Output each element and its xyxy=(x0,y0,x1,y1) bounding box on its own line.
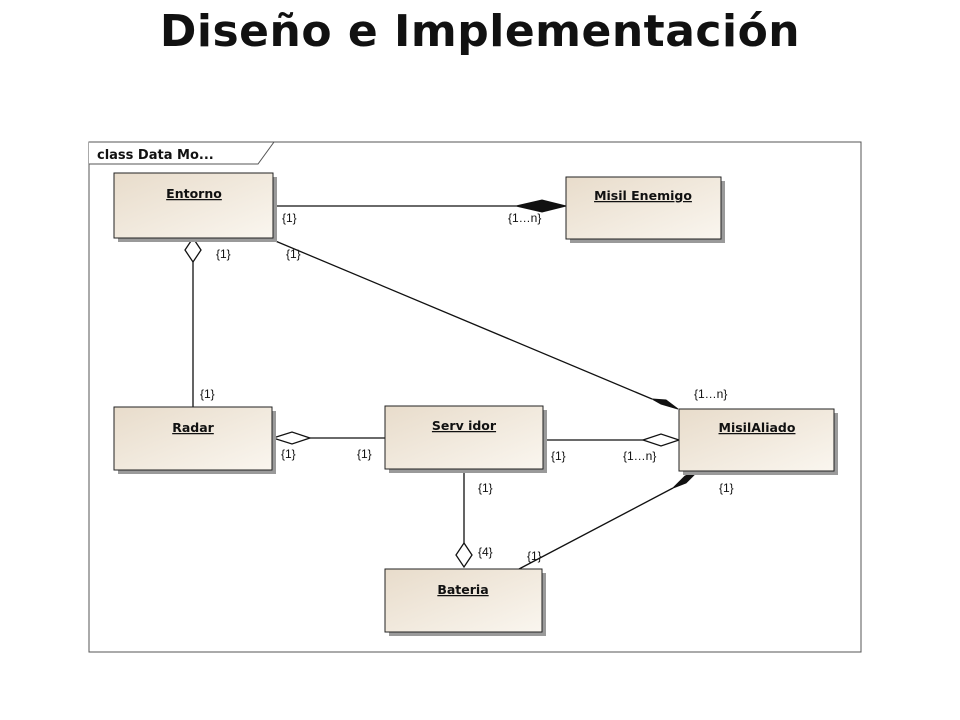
mult-entorno-radar-src: {1} xyxy=(216,247,231,261)
mult-aliado-entorno-dst: {1…n} xyxy=(694,387,727,401)
class-name-misil-enemigo: Misil Enemigo xyxy=(594,188,692,203)
class-misil-enemigo: Misil Enemigo xyxy=(565,176,725,243)
mult-entorno-aliado-src: {1} xyxy=(286,247,301,261)
frame-tab xyxy=(89,141,275,165)
class-misil-aliado: MisilAliado xyxy=(678,408,838,475)
class-entorno: Entorno xyxy=(113,172,277,242)
assoc-bateria-misil-aliado xyxy=(518,487,674,570)
mult-radar-servidor-servidor: {1} xyxy=(357,447,372,461)
mult-bateria-aliado-bateria: {1} xyxy=(527,549,542,563)
class-radar: Radar xyxy=(113,406,276,474)
mult-servidor-aliado-aliado: {1…n} xyxy=(623,449,656,463)
frame-title: class Data Mo... xyxy=(97,148,214,163)
slide-title: Diseño e Implementación xyxy=(159,6,801,57)
mult-entorno-radar-dst: {1} xyxy=(200,387,215,401)
aggregation-diamond-misil-aliado xyxy=(640,433,682,447)
class-bateria: Bateria xyxy=(384,568,546,636)
assoc-entorno-misil-aliado xyxy=(272,239,653,400)
mult-bateria-aliado-aliado: {1} xyxy=(719,481,734,495)
mult-servidor-bateria-servidor: {1} xyxy=(478,481,493,495)
class-name-bateria: Bateria xyxy=(437,582,488,597)
diagram-frame xyxy=(88,141,862,653)
aggregation-diamond-bateria xyxy=(455,541,473,569)
class-servidor: Serv idor xyxy=(384,405,547,473)
aggregation-diamond-entorno xyxy=(184,236,202,264)
class-name-radar: Radar xyxy=(172,420,214,435)
class-name-misil-aliado: MisilAliado xyxy=(719,420,796,435)
mult-entorno-enemigo-dst: {1…n} xyxy=(508,211,541,225)
class-name-entorno: Entorno xyxy=(166,186,222,201)
mult-servidor-bateria-bateria: {4} xyxy=(478,545,493,559)
class-name-servidor: Serv idor xyxy=(432,418,497,433)
mult-radar-servidor-radar: {1} xyxy=(281,447,296,461)
aggregation-diamond-radar xyxy=(270,431,313,445)
mult-servidor-aliado-servidor: {1} xyxy=(551,449,566,463)
mult-entorno-enemigo-src: {1} xyxy=(282,211,297,225)
composition-diamond-aliado-entorno xyxy=(651,398,679,410)
